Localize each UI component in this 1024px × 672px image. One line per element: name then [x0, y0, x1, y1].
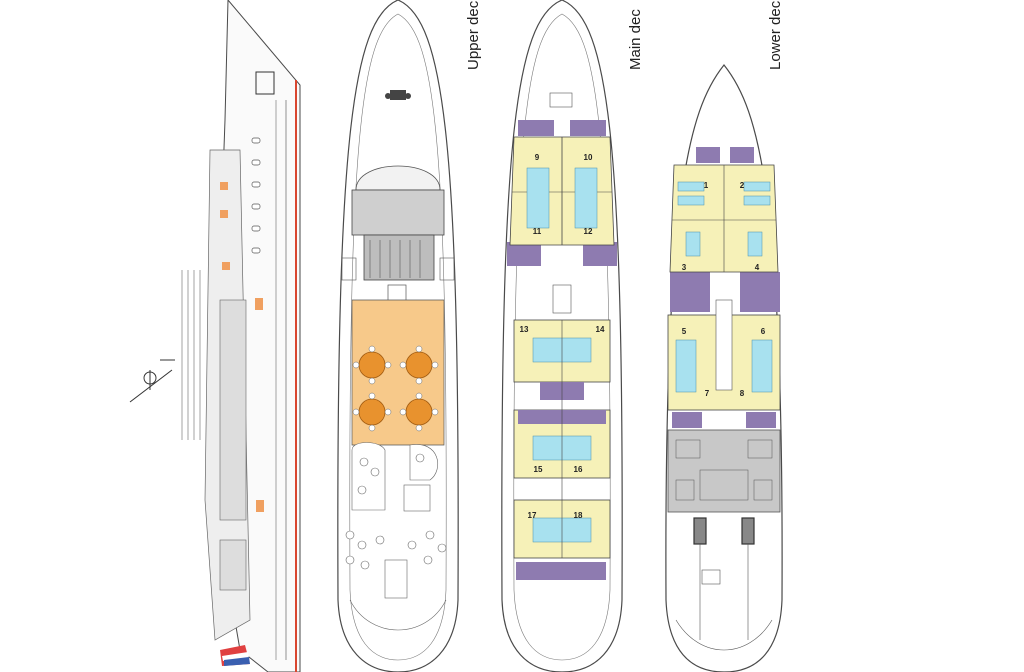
- side-profile: [129, 0, 301, 672]
- aft-deck: [345, 530, 447, 631]
- cabin-number: 11: [533, 227, 542, 236]
- wheelhouse: [351, 189, 445, 236]
- lounge-deck: [351, 442, 439, 512]
- anchor-winch-icon: [385, 90, 411, 100]
- cabin-number: 7: [705, 389, 710, 398]
- cabin-number: 15: [534, 465, 543, 474]
- main-deck-title: Main dec: [627, 9, 644, 70]
- main-deck-cabin-labels: 9 10 11 12 13 14 15 16 17 18: [520, 153, 605, 520]
- cabin-number: 16: [574, 465, 583, 474]
- cabin-number: 1: [704, 181, 709, 190]
- cabin-number: 17: [528, 511, 537, 520]
- cabin-number: 10: [584, 153, 593, 162]
- flag-icon: [220, 645, 250, 666]
- cabin-number: 18: [574, 511, 583, 520]
- cabin-number: 3: [682, 263, 687, 272]
- lower-deck-title: Lower dec: [767, 0, 784, 70]
- engine-room: [667, 429, 781, 513]
- cabin-number: 2: [740, 181, 745, 190]
- upper-deck: Upper dec: [337, 0, 482, 672]
- cabin-number: 6: [761, 327, 766, 336]
- cabin-number: 12: [584, 227, 593, 236]
- lower-deck-cabin-labels: 1 2 3 4 5 6 7 8: [682, 181, 766, 398]
- main-deck: Main dec 9 10 11 12: [501, 0, 644, 672]
- cabin-number: 4: [755, 263, 760, 272]
- cabin-number: 8: [740, 389, 745, 398]
- upper-deck-title: Upper dec: [465, 0, 482, 70]
- cabin-number: 5: [682, 327, 687, 336]
- lower-deck: Lower dec: [665, 0, 784, 672]
- cabin-number: 13: [520, 325, 529, 334]
- cabin-number: 9: [535, 153, 540, 162]
- cabin-number: 14: [596, 325, 605, 334]
